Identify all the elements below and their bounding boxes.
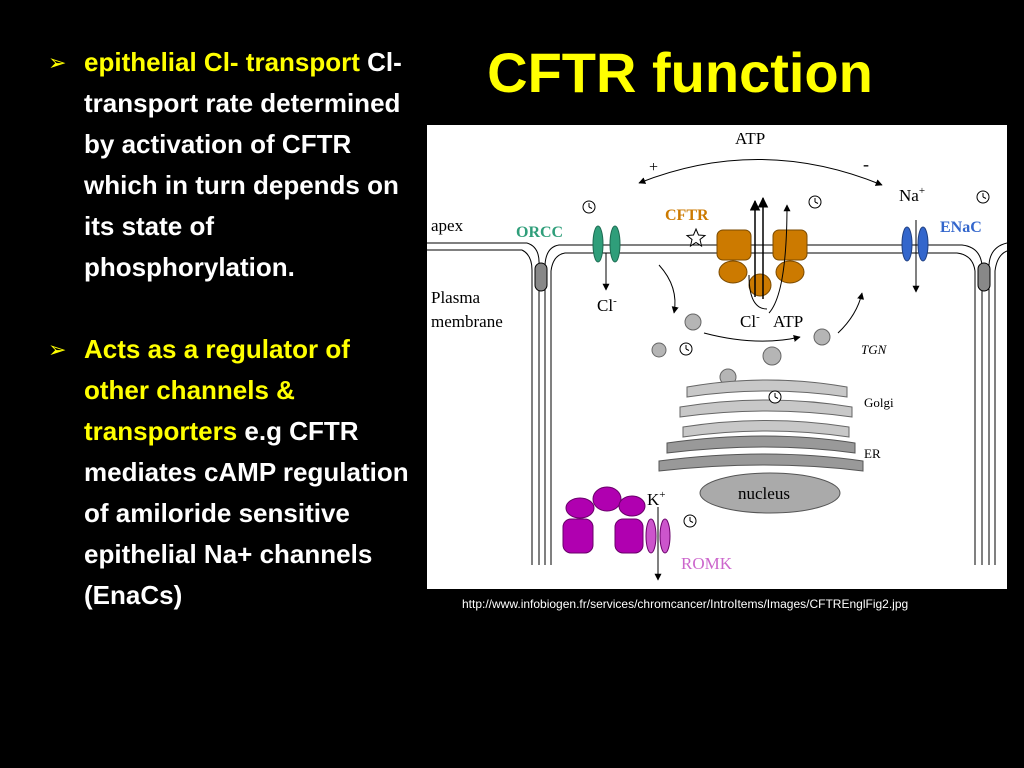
cl-left-label: Cl- [597, 295, 617, 315]
plasma-label: Plasma [431, 288, 481, 307]
tight-junction-left [534, 262, 548, 292]
cl-mid-label: Cl- [740, 311, 760, 331]
nucleus-label: nucleus [738, 484, 790, 503]
arrow-bullet-icon: ➢ [48, 337, 67, 362]
er-label: ER [864, 446, 881, 461]
star-icon [685, 227, 707, 248]
enac-label: ENaC [940, 219, 982, 236]
bullet-item: ➢ Acts as a regulator of other channels … [48, 329, 420, 616]
romk-channel [562, 486, 671, 554]
nucleus [699, 472, 841, 514]
clock-icon [768, 390, 782, 404]
minus-sign: - [863, 154, 869, 174]
na-label: Na+ [899, 185, 925, 205]
clock-icon [679, 342, 693, 356]
apex-label: apex [431, 216, 464, 235]
clock-icon [976, 190, 990, 204]
source-url: http://www.infobiogen.fr/services/chromc… [462, 597, 909, 611]
orcc-label: ORCC [516, 224, 563, 241]
vesicles [651, 313, 831, 386]
bullet-item: ➢ epithelial Cl- transport Cl- transport… [48, 42, 420, 288]
tight-junction-right [977, 262, 991, 292]
atp-mid-label: ATP [773, 312, 803, 331]
clock-icon [683, 514, 697, 528]
orcc-channel [592, 225, 621, 263]
endoplasmic-reticulum [658, 435, 864, 472]
arrow-bullet-icon: ➢ [48, 50, 67, 75]
clock-icon [582, 200, 596, 214]
plus-sign: + [649, 159, 658, 176]
slide-title: CFTR function [487, 41, 873, 104]
membrane-label: membrane [431, 312, 503, 331]
clock-icon [808, 195, 822, 209]
bullet-highlight: epithelial Cl- transport [84, 47, 360, 77]
cftr-channel [716, 229, 808, 297]
golgi-label: Golgi [864, 395, 894, 410]
atp-top-label: ATP [735, 129, 765, 148]
atp-feedback-arrow [638, 159, 883, 186]
bullet-text: e.g CFTR mediates cAMP regulation of ami… [84, 416, 409, 610]
enac-channel [901, 226, 929, 262]
cftr-label: CFTR [665, 207, 709, 224]
bullet-list: ➢ epithelial Cl- transport Cl- transport… [48, 42, 420, 616]
romk-label: ROMK [681, 554, 733, 573]
tgn-label: TGN [861, 342, 888, 357]
bullet-highlight: Acts as a regulator of other channels & … [84, 334, 350, 446]
bullet-text: Cl- transport rate determined by activat… [84, 47, 402, 282]
cftr-cell-diagram: ATP + - apex Plasma membrane ORCC Cl- CF… [427, 125, 1007, 589]
golgi-apparatus [679, 379, 853, 438]
k-label: K+ [647, 489, 666, 509]
